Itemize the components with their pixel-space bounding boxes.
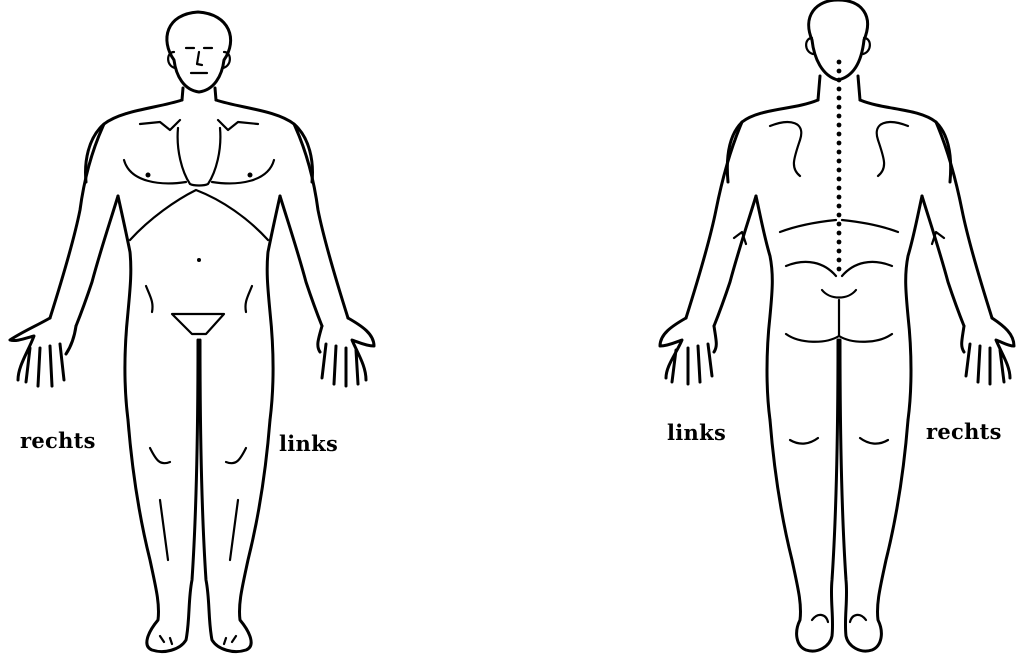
front-right-arm xyxy=(50,124,118,326)
back-head xyxy=(809,0,868,80)
back-left-leg xyxy=(770,340,838,651)
back-left-hand xyxy=(660,318,716,384)
back-right-hand xyxy=(962,318,1014,384)
back-body-figure xyxy=(660,0,1014,651)
front-torso xyxy=(86,100,313,182)
front-left-leg xyxy=(200,340,270,652)
front-left-arm xyxy=(280,124,348,326)
front-right-side-label: rechts xyxy=(20,428,96,453)
front-right-hand xyxy=(10,318,76,386)
front-right-leg xyxy=(128,340,198,652)
front-left-side-label: links xyxy=(279,431,338,456)
front-left-hand xyxy=(318,318,374,386)
back-left-side-label: links xyxy=(667,420,726,445)
front-body-figure xyxy=(10,12,374,652)
back-right-side-label: rechts xyxy=(926,419,1002,444)
spine-dots xyxy=(837,60,842,272)
back-right-leg xyxy=(840,340,908,651)
back-left-arm xyxy=(686,122,756,326)
back-right-arm xyxy=(922,122,992,326)
